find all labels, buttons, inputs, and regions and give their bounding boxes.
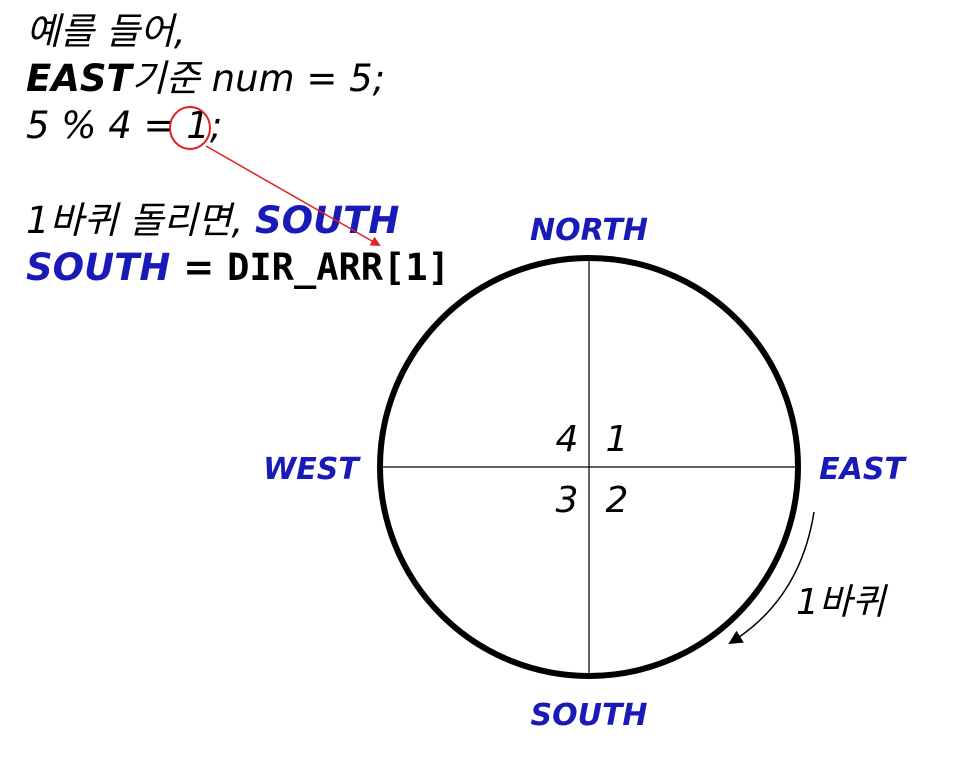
result-highlight-circle xyxy=(169,106,211,150)
intro-east-label: EAST xyxy=(26,57,132,100)
rotation-result-direction: SOUTH xyxy=(255,199,400,242)
quadrant-4-label: 4 xyxy=(556,419,579,460)
rotation-description: 1바퀴 돌리면, xyxy=(26,199,256,242)
intro-example-label: 예를 들어, xyxy=(26,10,186,53)
east-label: EAST xyxy=(819,452,907,487)
quadrant-1-label: 1 xyxy=(606,419,629,460)
rotation-arrow xyxy=(728,511,815,645)
modulo-expression: 5 % 4 = xyxy=(26,104,187,147)
intro-line-2: EAST기준 num = 5; xyxy=(26,55,450,102)
quadrant-2-label: 2 xyxy=(606,480,629,521)
result-pointer-arrow xyxy=(205,145,381,246)
intro-line-3: 5 % 4 = 1; xyxy=(26,102,450,149)
assignment-array-access: DIR_ARR[1] xyxy=(227,246,450,289)
modulo-result: 1; xyxy=(186,104,223,147)
quadrant-3-label: 3 xyxy=(556,480,579,521)
rotation-label: 1바퀴 xyxy=(796,582,889,623)
assignment-direction: SOUTH xyxy=(26,246,171,289)
south-label: SOUTH xyxy=(530,698,647,733)
intro-line-5: SOUTH = DIR_ARR[1] xyxy=(26,244,450,291)
north-label: NORTH xyxy=(530,213,648,248)
intro-num-expression: 기준 num = 5; xyxy=(131,57,386,100)
intro-line-1: 예를 들어, xyxy=(26,8,450,55)
assignment-equals: = xyxy=(170,246,228,289)
explanation-text: 예를 들어, EAST기준 num = 5; 5 % 4 = 1; 1바퀴 돌리… xyxy=(26,8,450,291)
west-label: WEST xyxy=(263,452,361,487)
intro-line-4: 1바퀴 돌리면, SOUTH xyxy=(26,197,450,244)
